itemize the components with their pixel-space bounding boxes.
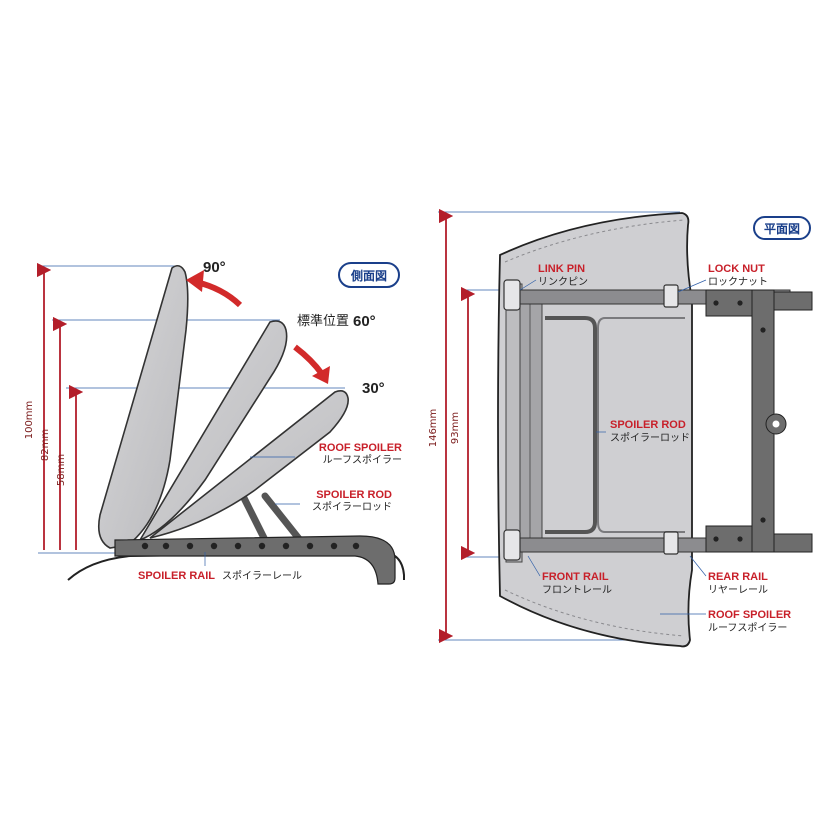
- angle-90-label: 90°: [203, 259, 226, 276]
- link-pin-label-jp: リンクピン: [538, 276, 588, 288]
- side-spoiler-rail: [114, 535, 396, 585]
- front-rail-label-jp: フロントレール: [542, 585, 612, 596]
- plan-spoiler-rod-right: [597, 317, 685, 533]
- plan-spoiler-rod-label-en: SPOILER ROD: [610, 419, 686, 431]
- plan-roof-spoiler-label-en: ROOF SPOILER: [708, 609, 791, 621]
- side-leader-lines: [204, 456, 300, 566]
- link-pins: [503, 279, 521, 561]
- plan-labels: LINK PIN リンクピン LOCK NUT ロックナット SPOILER R…: [538, 263, 791, 634]
- plan-view-badge-text: 平面図: [764, 222, 800, 236]
- side-dimension-texts: 100mm 82mm 58mm: [24, 401, 67, 486]
- roof-spoiler-label-jp: ルーフスポイラー: [323, 454, 402, 466]
- standard-position-label: 標準位置: [297, 313, 349, 329]
- spoiler-rod-label-en: SPOILER ROD: [316, 489, 392, 501]
- plan-spoiler-rod-label-jp: スポイラーロッド: [610, 432, 690, 444]
- lock-nut-label-en: LOCK NUT: [708, 263, 765, 275]
- dim-93mm: 93mm: [450, 412, 461, 444]
- side-dimension-lines: [36, 262, 84, 550]
- spoiler-90deg: [97, 264, 189, 549]
- plan-spoiler-rod-left: [545, 316, 597, 534]
- lock-nut-label-jp: ロックナット: [708, 276, 768, 288]
- lock-nuts: [663, 284, 679, 555]
- rear-rail-label-en: REAR RAIL: [708, 571, 768, 583]
- rear-rail-label-jp: リヤーレール: [708, 585, 768, 596]
- spoiler-rod-label-jp: スポイラーロッド: [312, 501, 392, 513]
- plan-view-badge: 平面図: [753, 216, 811, 240]
- dim-82mm: 82mm: [40, 429, 51, 461]
- plan-spoiler-edge-line-lower: [504, 589, 685, 637]
- dim-146mm: 146mm: [428, 409, 439, 448]
- plan-front-rail: [505, 283, 543, 563]
- plan-spoiler-edge-line: [504, 219, 685, 263]
- plan-dimension-lines: [438, 208, 476, 644]
- angle-60-label: 60°: [353, 313, 376, 330]
- arrow-head-up: [186, 270, 204, 292]
- dim-58mm: 58mm: [56, 454, 67, 486]
- angle-30-label: 30°: [362, 380, 385, 397]
- plan-leader-lines: [519, 279, 707, 615]
- plan-roof-spoiler-label-jp: ルーフスポイラー: [708, 622, 787, 634]
- dim-100mm: 100mm: [24, 401, 35, 440]
- plan-rear-rail: [705, 289, 813, 553]
- side-view-badge: 側面図: [338, 262, 400, 288]
- arrow-down-to-30: [293, 344, 325, 376]
- side-view-badge-text: 側面図: [350, 268, 387, 283]
- spoiler-rail-label-jp: スポイラーレール: [222, 570, 302, 582]
- roof-spoiler-label-en: ROOF SPOILER: [319, 442, 402, 454]
- spoiler-30deg: [149, 390, 349, 539]
- spoiler-rail-label-en: SPOILER RAIL: [138, 570, 215, 582]
- side-view: 側面図 100mm 82mm 58mm: [24, 259, 405, 585]
- arrow-head-down: [312, 366, 330, 384]
- link-pin-label-en: LINK PIN: [538, 263, 585, 275]
- plan-view: 平面図 146mm 93mm: [428, 208, 813, 648]
- side-labels: ROOF SPOILER ルーフスポイラー SPOILER ROD スポイラーロ…: [138, 442, 402, 582]
- front-rail-label-en: FRONT RAIL: [542, 571, 609, 583]
- arrow-up-to-90: [195, 279, 243, 308]
- spoiler-60deg: [138, 320, 288, 542]
